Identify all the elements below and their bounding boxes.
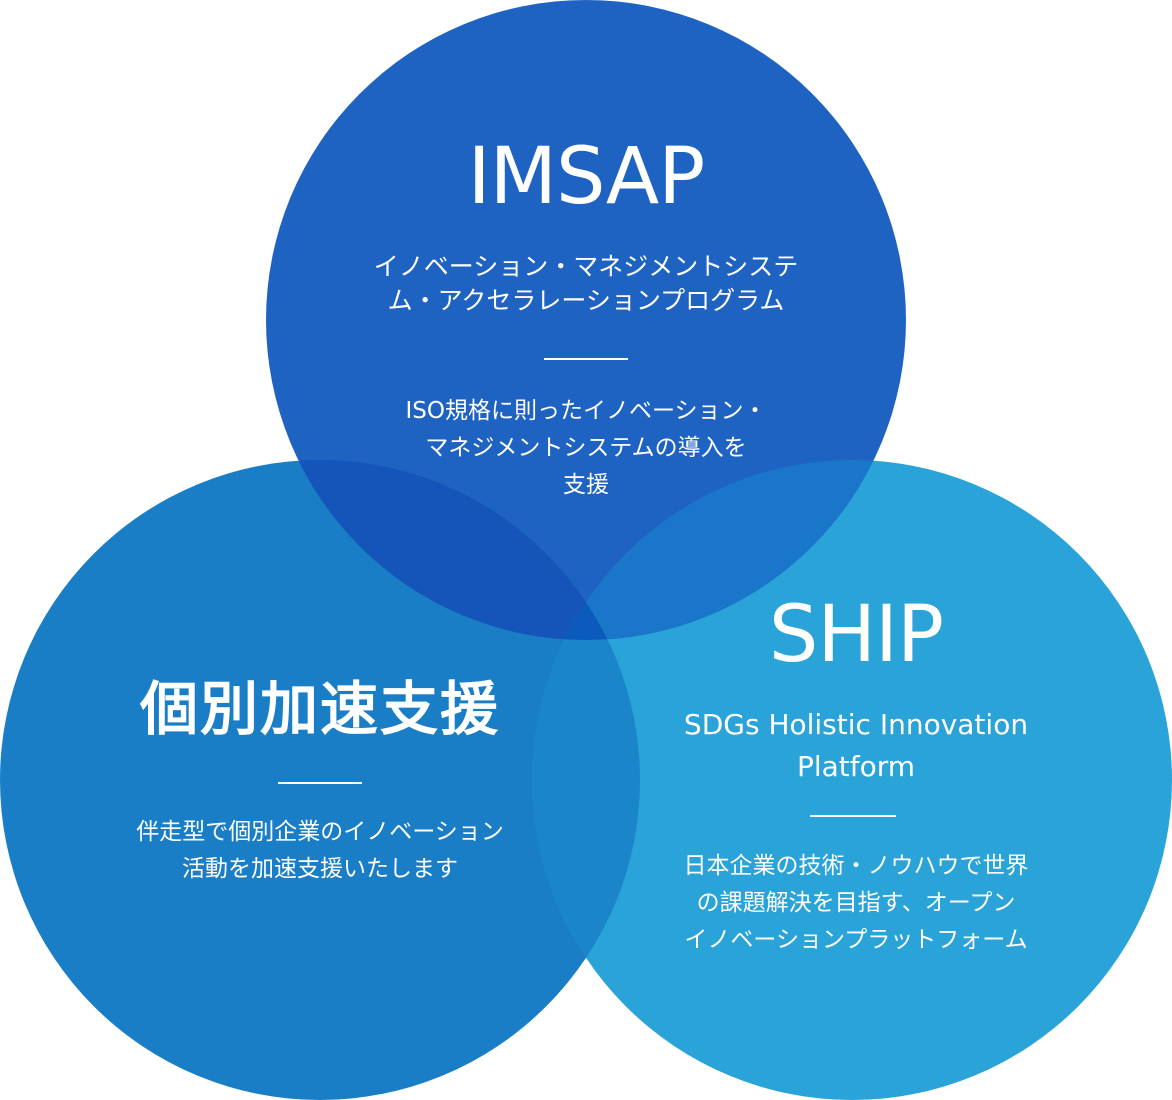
overlap-imsap-individual — [266, 460, 640, 640]
individual-title: 個別加速支援 — [139, 675, 500, 743]
individual-divider — [278, 782, 362, 784]
ship-divider — [810, 815, 896, 817]
ship-title: SHIP — [768, 590, 944, 680]
imsap-subtitle: イノベーション・マネジメントシステ ム・アクセラレーションプログラム — [373, 252, 799, 315]
imsap-title: IMSAP — [467, 132, 706, 222]
ship-subtitle: SDGs Holistic Innovation Platform — [683, 708, 1029, 783]
imsap-divider — [544, 358, 628, 360]
ship-description: 日本企業の技術・ノウハウで世界 の課題解決を目指す、オープン イノベーションプラ… — [683, 853, 1029, 953]
overlap-imsap-ship — [532, 460, 906, 640]
individual-description: 伴走型で個別企業のイノベーション 活動を加速支援いたします — [136, 819, 504, 882]
imsap-description: ISO規格に則ったイノベーション・ マネジメントシステムの導入を 支援 — [405, 398, 767, 498]
